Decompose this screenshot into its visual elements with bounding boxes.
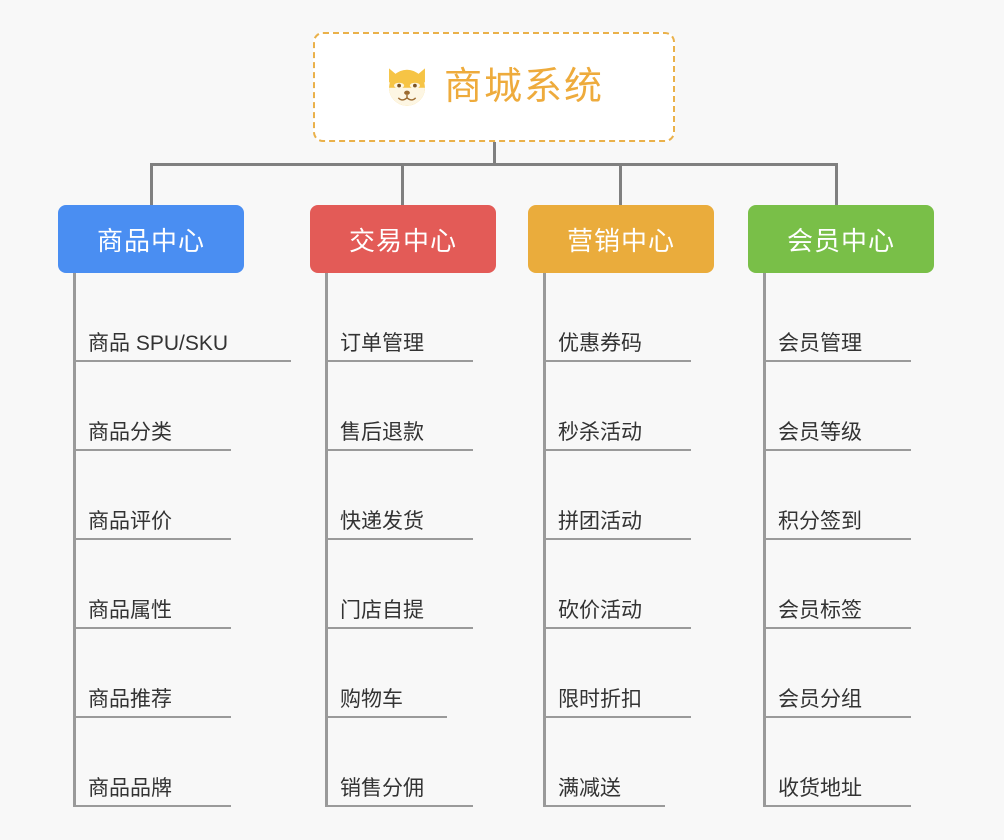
connector-drop-2 [401, 163, 404, 207]
leaf-item[interactable]: 商品 SPU/SKU [58, 273, 298, 362]
leaf-item-rule [543, 449, 691, 451]
connector-horizontal-bus [150, 163, 838, 166]
root-title: 商城系统 [443, 66, 604, 108]
leaf-item-label: 订单管理 [340, 332, 424, 355]
leaf-item-rule [325, 805, 473, 807]
branch-header-label: 会员中心 [786, 225, 895, 256]
leaf-item-rule [543, 360, 691, 362]
leaf-item-label: 商品属性 [88, 599, 172, 622]
leaf-item[interactable]: 积分签到 [748, 451, 963, 540]
leaf-item-label: 限时折扣 [558, 688, 642, 711]
leaf-item-label: 优惠券码 [558, 332, 642, 355]
leaf-item-label: 门店自提 [340, 599, 424, 622]
leaf-item-rule [543, 627, 691, 629]
branch-spine [763, 273, 766, 807]
leaf-item[interactable]: 会员分组 [748, 629, 963, 718]
connector-root-stem [493, 142, 496, 165]
leaf-item-rule [325, 360, 473, 362]
leaf-item-label: 商品分类 [88, 421, 172, 444]
branch-spine [543, 273, 546, 807]
leaf-item-rule [763, 805, 911, 807]
connector-drop-3 [619, 163, 622, 207]
branch-column-trade: 订单管理售后退款快递发货门店自提购物车销售分佣 [310, 273, 525, 807]
leaf-item-rule [73, 449, 231, 451]
leaf-item-rule [325, 627, 473, 629]
leaf-item-rule [763, 627, 911, 629]
connector-drop-1 [150, 163, 153, 207]
leaf-item-rule [325, 716, 447, 718]
branch-column-product: 商品 SPU/SKU 商品分类商品评价商品属性商品推荐商品品牌 [58, 273, 298, 807]
leaf-item[interactable]: 快递发货 [310, 451, 525, 540]
branch-header-label: 商品中心 [96, 225, 205, 256]
leaf-item[interactable]: 会员标签 [748, 540, 963, 629]
leaf-item-label: 拼团活动 [558, 510, 642, 533]
leaf-item[interactable]: 门店自提 [310, 540, 525, 629]
branch-spine [325, 273, 328, 807]
leaf-item-label: 会员等级 [778, 421, 862, 444]
leaf-item[interactable]: 销售分佣 [310, 718, 525, 807]
leaf-item-rule [543, 538, 691, 540]
leaf-item[interactable]: 秒杀活动 [528, 362, 743, 451]
leaf-item[interactable]: 优惠券码 [528, 273, 743, 362]
leaf-item-label: 会员管理 [778, 332, 862, 355]
leaf-item-label: 秒杀活动 [558, 421, 642, 444]
leaf-item[interactable]: 订单管理 [310, 273, 525, 362]
leaf-item-label: 购物车 [340, 688, 403, 711]
leaf-item-label: 满减送 [558, 777, 621, 800]
leaf-item-label: 商品评价 [88, 510, 172, 533]
leaf-item[interactable]: 商品推荐 [58, 629, 298, 718]
leaf-item-label: 砍价活动 [558, 599, 642, 622]
leaf-item-label: 快递发货 [340, 510, 424, 533]
leaf-item[interactable]: 商品分类 [58, 362, 298, 451]
leaf-item-rule [763, 360, 911, 362]
leaf-item-rule [763, 449, 911, 451]
branch-header-marketing[interactable]: 营销中心 [528, 205, 714, 273]
leaf-item-label: 销售分佣 [340, 777, 424, 800]
leaf-item-label: 会员分组 [778, 688, 862, 711]
leaf-item-rule [73, 538, 231, 540]
leaf-item-rule [543, 716, 691, 718]
leaf-item[interactable]: 商品属性 [58, 540, 298, 629]
branch-header-label: 营销中心 [566, 225, 675, 256]
shiba-inu-dog-face-icon [389, 68, 425, 106]
leaf-item-rule [763, 716, 911, 718]
connector-drop-4 [835, 163, 838, 207]
root-node[interactable]: 商城系统 [313, 32, 675, 142]
leaf-item[interactable]: 会员管理 [748, 273, 963, 362]
leaf-item-label: 收货地址 [778, 777, 862, 800]
leaf-item-label: 积分签到 [778, 510, 862, 533]
leaf-item[interactable]: 限时折扣 [528, 629, 743, 718]
branch-header-trade[interactable]: 交易中心 [310, 205, 496, 273]
branch-spine [73, 273, 76, 807]
leaf-item-rule [325, 538, 473, 540]
leaf-item-rule [73, 805, 231, 807]
leaf-item[interactable]: 收货地址 [748, 718, 963, 807]
leaf-item[interactable]: 砍价活动 [528, 540, 743, 629]
branch-header-label: 交易中心 [348, 225, 457, 256]
branch-column-marketing: 优惠券码秒杀活动拼团活动砍价活动限时折扣满减送 [528, 273, 743, 807]
leaf-item-label: 商品品牌 [88, 777, 172, 800]
branch-column-member: 会员管理会员等级积分签到会员标签会员分组收货地址 [748, 273, 963, 807]
branch-header-member[interactable]: 会员中心 [748, 205, 934, 273]
leaf-item-rule [543, 805, 665, 807]
leaf-item[interactable]: 售后退款 [310, 362, 525, 451]
leaf-item-rule [73, 360, 291, 362]
branch-header-product[interactable]: 商品中心 [58, 205, 244, 273]
leaf-item[interactable]: 满减送 [528, 718, 743, 807]
leaf-item-rule [73, 716, 231, 718]
leaf-item-label: 商品推荐 [88, 688, 172, 711]
leaf-item[interactable]: 会员等级 [748, 362, 963, 451]
leaf-item-rule [763, 538, 911, 540]
leaf-item[interactable]: 商品品牌 [58, 718, 298, 807]
leaf-item-rule [325, 449, 473, 451]
leaf-item[interactable]: 购物车 [310, 629, 525, 718]
leaf-item-rule [73, 627, 231, 629]
leaf-item[interactable]: 拼团活动 [528, 451, 743, 540]
leaf-item-label: 会员标签 [778, 599, 862, 622]
leaf-item-label: 售后退款 [340, 421, 424, 444]
leaf-item[interactable]: 商品评价 [58, 451, 298, 540]
leaf-item-label: 商品 SPU/SKU [88, 332, 229, 355]
